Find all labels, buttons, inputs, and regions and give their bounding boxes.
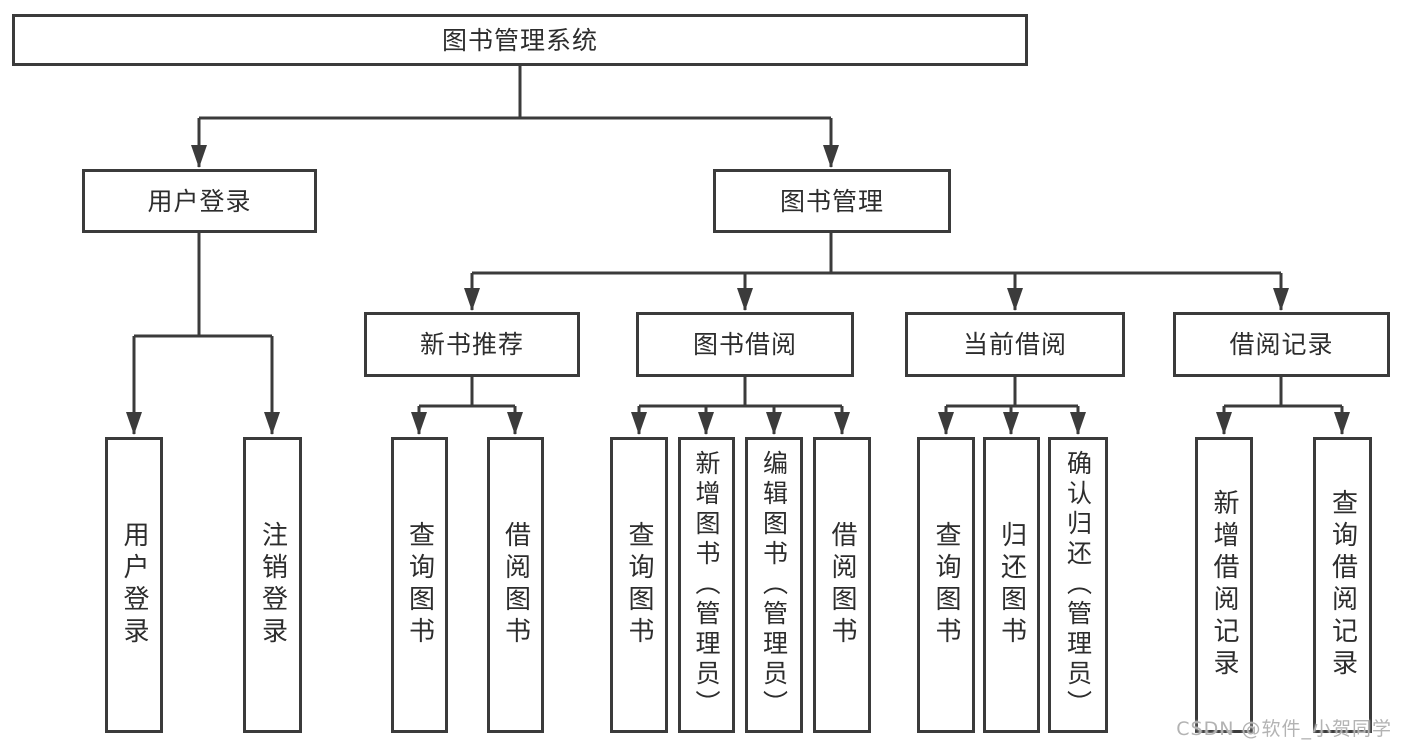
node-bb-add-books-label: 新增图书（管理员） (692, 450, 721, 720)
node-nbr-borrow-books: 借阅图书 (487, 437, 544, 733)
node-borrowing-records: 借阅记录 (1173, 312, 1390, 377)
node-bb-edit-books: 编辑图书（管理员） (745, 437, 803, 733)
node-borrowing-records-label: 借阅记录 (1229, 330, 1334, 359)
node-br-add-record-label: 新增借阅记录 (1209, 489, 1239, 681)
node-logout: 注销登录 (243, 437, 302, 733)
node-current-borrowing: 当前借阅 (905, 312, 1125, 377)
node-user-login: 用户登录 (82, 169, 317, 233)
node-login-label: 用户登录 (119, 521, 149, 649)
node-root-label: 图书管理系统 (441, 25, 598, 55)
node-book-borrowing: 图书借阅 (636, 312, 854, 377)
node-new-book-recommend-label: 新书推荐 (419, 330, 524, 359)
node-root: 图书管理系统 (12, 14, 1028, 66)
node-login: 用户登录 (105, 437, 163, 733)
connector-borrowing-records-children (1216, 377, 1350, 435)
node-bb-query-books-label: 查询图书 (624, 521, 654, 649)
node-book-management-label: 图书管理 (779, 186, 884, 216)
node-nbr-borrow-books-label: 借阅图书 (500, 521, 531, 649)
node-cb-query-books-label: 查询图书 (931, 521, 961, 649)
node-nbr-query-books: 查询图书 (391, 437, 448, 733)
connector-user-login-children (126, 233, 280, 435)
connector-new-book-recommend-children (411, 377, 523, 435)
node-cb-confirm-return-label: 确认归还（管理员） (1063, 450, 1093, 720)
node-cb-confirm-return: 确认归还（管理员） (1048, 437, 1108, 733)
node-book-borrowing-label: 图书借阅 (692, 330, 797, 359)
node-bb-add-books: 新增图书（管理员） (678, 437, 735, 733)
connector-root-to-level2 (191, 66, 839, 168)
node-cb-return-books: 归还图书 (983, 437, 1040, 733)
node-bb-edit-books-label: 编辑图书（管理员） (759, 450, 789, 720)
node-br-add-record: 新增借阅记录 (1195, 437, 1253, 733)
node-bb-borrow-books: 借阅图书 (813, 437, 871, 733)
node-current-borrowing-label: 当前借阅 (962, 330, 1067, 359)
node-cb-return-books-label: 归还图书 (996, 521, 1027, 649)
node-logout-label: 注销登录 (257, 521, 288, 649)
connector-book-borrowing-children (631, 377, 850, 435)
node-br-query-record-label: 查询借阅记录 (1327, 489, 1358, 681)
node-new-book-recommend: 新书推荐 (364, 312, 580, 377)
node-book-management: 图书管理 (713, 169, 951, 233)
node-nbr-query-books-label: 查询图书 (404, 521, 435, 649)
connector-current-borrowing-children (938, 377, 1086, 435)
node-bb-borrow-books-label: 借阅图书 (827, 521, 857, 649)
watermark: CSDN @软件_小贺同学 (1176, 718, 1392, 740)
node-br-query-record: 查询借阅记录 (1313, 437, 1372, 733)
connector-book-management-children (464, 233, 1289, 311)
node-user-login-label: 用户登录 (147, 186, 252, 216)
node-cb-query-books: 查询图书 (917, 437, 975, 733)
node-bb-query-books: 查询图书 (610, 437, 668, 733)
